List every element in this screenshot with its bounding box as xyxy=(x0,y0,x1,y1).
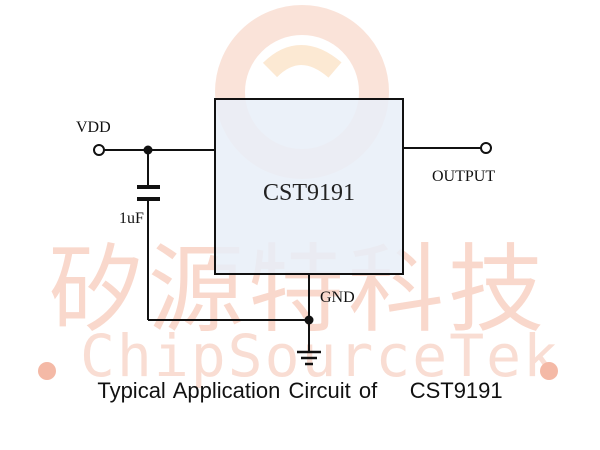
vdd-label: VDD xyxy=(76,119,111,136)
gnd-node xyxy=(304,315,314,325)
watermark-dot xyxy=(540,362,558,380)
output-terminal xyxy=(480,142,492,154)
capacitor-label: 1uF xyxy=(119,210,144,227)
ground-symbol-icon xyxy=(297,350,321,366)
watermark-dot xyxy=(38,362,56,380)
watermark-english-text: ChipSourceTek xyxy=(80,322,560,390)
vdd-terminal xyxy=(93,144,105,156)
gnd-label: GND xyxy=(320,289,355,306)
output-label: OUTPUT xyxy=(432,168,496,185)
chip-body xyxy=(214,98,404,275)
caption: Typical Application Circuit of CST9191 xyxy=(97,378,503,403)
chip-label: CST9191 xyxy=(262,180,355,206)
